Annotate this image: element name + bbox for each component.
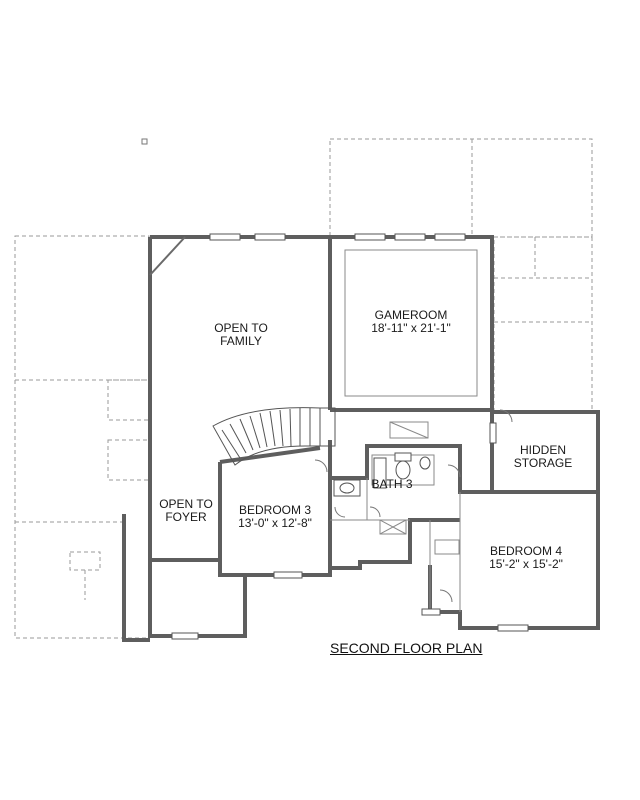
bedroom4-label: BEDROOM 4 15'-2" x 15'-2" bbox=[489, 545, 563, 571]
door-swings bbox=[314, 409, 513, 603]
bath3-name: BATH 3 bbox=[371, 477, 413, 491]
windows bbox=[171, 233, 529, 640]
open-to-foyer-label: OPEN TO FOYER bbox=[159, 498, 213, 524]
curved-staircase bbox=[212, 407, 336, 466]
bedroom3-name: BEDROOM 3 bbox=[238, 503, 311, 517]
bedroom3-dims: 13'-0" x 12'-8" bbox=[238, 516, 312, 530]
open-to-family-line2: FAMILY bbox=[220, 334, 262, 348]
open-to-foyer-line1: OPEN TO bbox=[159, 497, 213, 511]
bedroom4-name: BEDROOM 4 bbox=[489, 544, 562, 558]
gameroom-dims: 18'-11" x 21'-1" bbox=[371, 321, 451, 335]
open-to-foyer-line2: FOYER bbox=[165, 510, 207, 524]
hidden-storage-label: HIDDEN STORAGE bbox=[514, 444, 572, 470]
interior-details bbox=[330, 249, 478, 612]
bath3-label: BATH 3 bbox=[371, 478, 412, 491]
hidden-storage-line1: HIDDEN bbox=[519, 443, 566, 457]
plan-title: SECOND FLOOR PLAN bbox=[330, 640, 483, 656]
plan-marker bbox=[141, 138, 148, 145]
gameroom-label: GAMEROOM 18'-11" x 21'-1" bbox=[371, 309, 451, 335]
hidden-storage-line2: STORAGE bbox=[513, 456, 573, 470]
bedroom3-label: BEDROOM 3 13'-0" x 12'-8" bbox=[238, 504, 312, 530]
open-to-family-line1: OPEN TO bbox=[214, 321, 268, 335]
open-to-family-label: OPEN TO FAMILY bbox=[214, 322, 268, 348]
gameroom-name: GAMEROOM bbox=[374, 308, 448, 322]
bedroom4-dims: 15'-2" x 15'-2" bbox=[489, 557, 563, 571]
exterior-walls bbox=[122, 235, 600, 642]
